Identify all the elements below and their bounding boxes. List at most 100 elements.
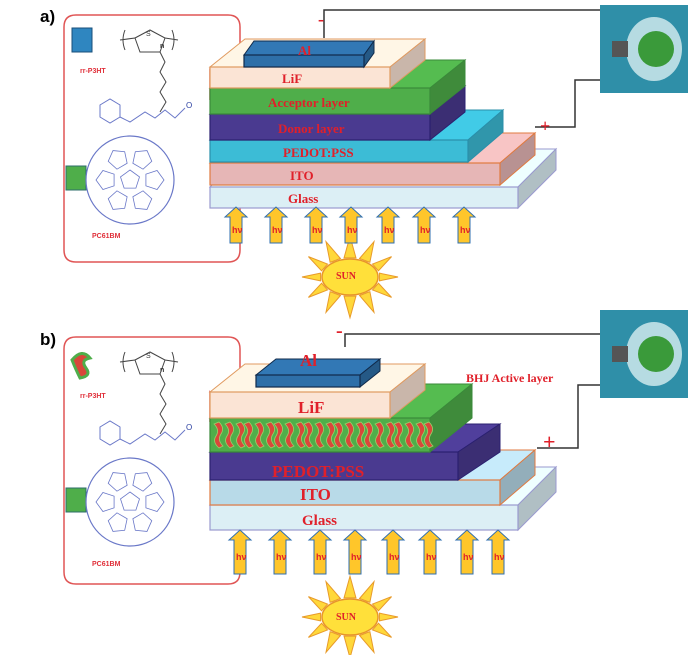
donor-domain (284, 421, 295, 449)
ito-label-b: ITO (300, 485, 331, 504)
photon-label: hν (316, 552, 327, 562)
pedot-label-b: PEDOT:PSS (272, 462, 364, 481)
acceptor-swatch (65, 487, 87, 513)
fullerene-pentagon (120, 491, 140, 511)
panel-b-label: b) (40, 330, 56, 349)
al-label-a: Al (298, 43, 311, 58)
donor-domain (243, 421, 254, 449)
sun-ray (343, 574, 357, 599)
lif-label-a: LiF (282, 71, 302, 86)
wire-negative (344, 333, 600, 347)
donor-domain (355, 421, 366, 449)
sun-ray (308, 622, 329, 638)
fullerene-pentagon (107, 190, 128, 210)
sun-label-a: SUN (336, 271, 357, 282)
sun-ray (325, 579, 342, 604)
donor-domain (385, 421, 396, 449)
wire-positive (537, 384, 600, 449)
photon-arrow-icon: hν (380, 529, 406, 575)
photon-arrow (338, 206, 364, 244)
oxygen-atom: O (186, 423, 192, 432)
photon-label: hν (276, 552, 287, 562)
donor-domain (254, 421, 265, 449)
sun-icon (321, 598, 379, 636)
ito-layer-front (209, 479, 501, 506)
tree-icon (638, 336, 674, 372)
photon-arrow-icon: hν (303, 206, 329, 244)
donor-domain (393, 421, 404, 449)
photon-arrow-icon: hν (454, 529, 480, 575)
al-electrode (243, 39, 375, 69)
photon-arrow-icon: hν (338, 206, 364, 244)
acceptor-label-a: Acceptor layer (268, 95, 350, 110)
fullerene-pentagon (95, 492, 115, 512)
ester-chain (119, 107, 186, 123)
sun-ray (308, 282, 329, 298)
photon-label: hν (420, 225, 431, 235)
sun-ray (343, 635, 357, 655)
sun-ray (358, 239, 375, 264)
fullerene-cage (85, 457, 175, 547)
photon-arrow-icon: hν (267, 529, 293, 575)
pcbm-label-a: PC61BM (92, 233, 121, 240)
p3ht-label-a: rr-P3HT (80, 68, 106, 75)
donor-domain (265, 421, 276, 449)
donor-domain (374, 421, 385, 449)
donor-domain (224, 421, 235, 449)
donor-domain (344, 421, 355, 449)
sulfur-atom: S (146, 353, 151, 360)
photon-label: hν (272, 225, 283, 235)
sun-ray (378, 612, 399, 622)
sun-ray (343, 234, 357, 259)
photon-arrow-icon: hν (451, 206, 477, 244)
photon-label: hν (236, 552, 247, 562)
donor-domain (415, 421, 426, 449)
donor-domain (303, 421, 314, 449)
photon-arrow (223, 206, 249, 244)
photon-arrow (227, 529, 253, 575)
donor-domain (314, 421, 325, 449)
acceptor-layer-front (209, 87, 431, 115)
p3ht-label-b: rr-P3HT (80, 393, 106, 400)
photon-arrow-icon: hν (485, 529, 511, 575)
donor-domain (325, 421, 336, 449)
photon-arrow (485, 529, 511, 575)
photon-label: hν (232, 225, 243, 235)
sun-ray (325, 239, 342, 264)
sun-ray (325, 290, 342, 315)
donor-domain (404, 421, 415, 449)
sun-ray (358, 630, 375, 655)
molecule-callout (63, 14, 241, 263)
photon-arrow (451, 206, 477, 244)
photon-arrow-icon: hν (227, 529, 253, 575)
ito-label-a: ITO (290, 168, 314, 183)
photon-arrow-icon: hν (417, 529, 443, 575)
fullerene-pentagon (107, 512, 128, 532)
photon-label: hν (494, 552, 505, 562)
photon-label: hν (384, 225, 395, 235)
polymer-brackets (119, 29, 179, 51)
oxygen-atom: O (186, 101, 192, 110)
sun-ray (308, 256, 329, 272)
bulb-base (612, 41, 628, 57)
thiophene-ring (134, 351, 166, 375)
thiophene-ring (134, 29, 166, 53)
donor-layer-front (209, 113, 431, 141)
repeat-n-b: n (160, 367, 164, 374)
photon-label: hν (347, 225, 358, 235)
hexyl-chain (159, 373, 167, 435)
photon-label: hν (460, 225, 471, 235)
molecule-callout (63, 336, 241, 585)
repeat-n-a: n (160, 43, 164, 50)
photon-arrow-icon: hν (411, 206, 437, 244)
ito-layer-front (209, 162, 501, 186)
photon-label: hν (426, 552, 437, 562)
fullerene-pentagon (132, 472, 153, 492)
al-electrode-top (254, 358, 382, 376)
photon-arrow-icon: hν (342, 529, 368, 575)
sun-ray (371, 622, 392, 638)
donor-domain (333, 421, 344, 449)
photon-label: hν (463, 552, 474, 562)
sulfur-atom: S (146, 31, 151, 38)
